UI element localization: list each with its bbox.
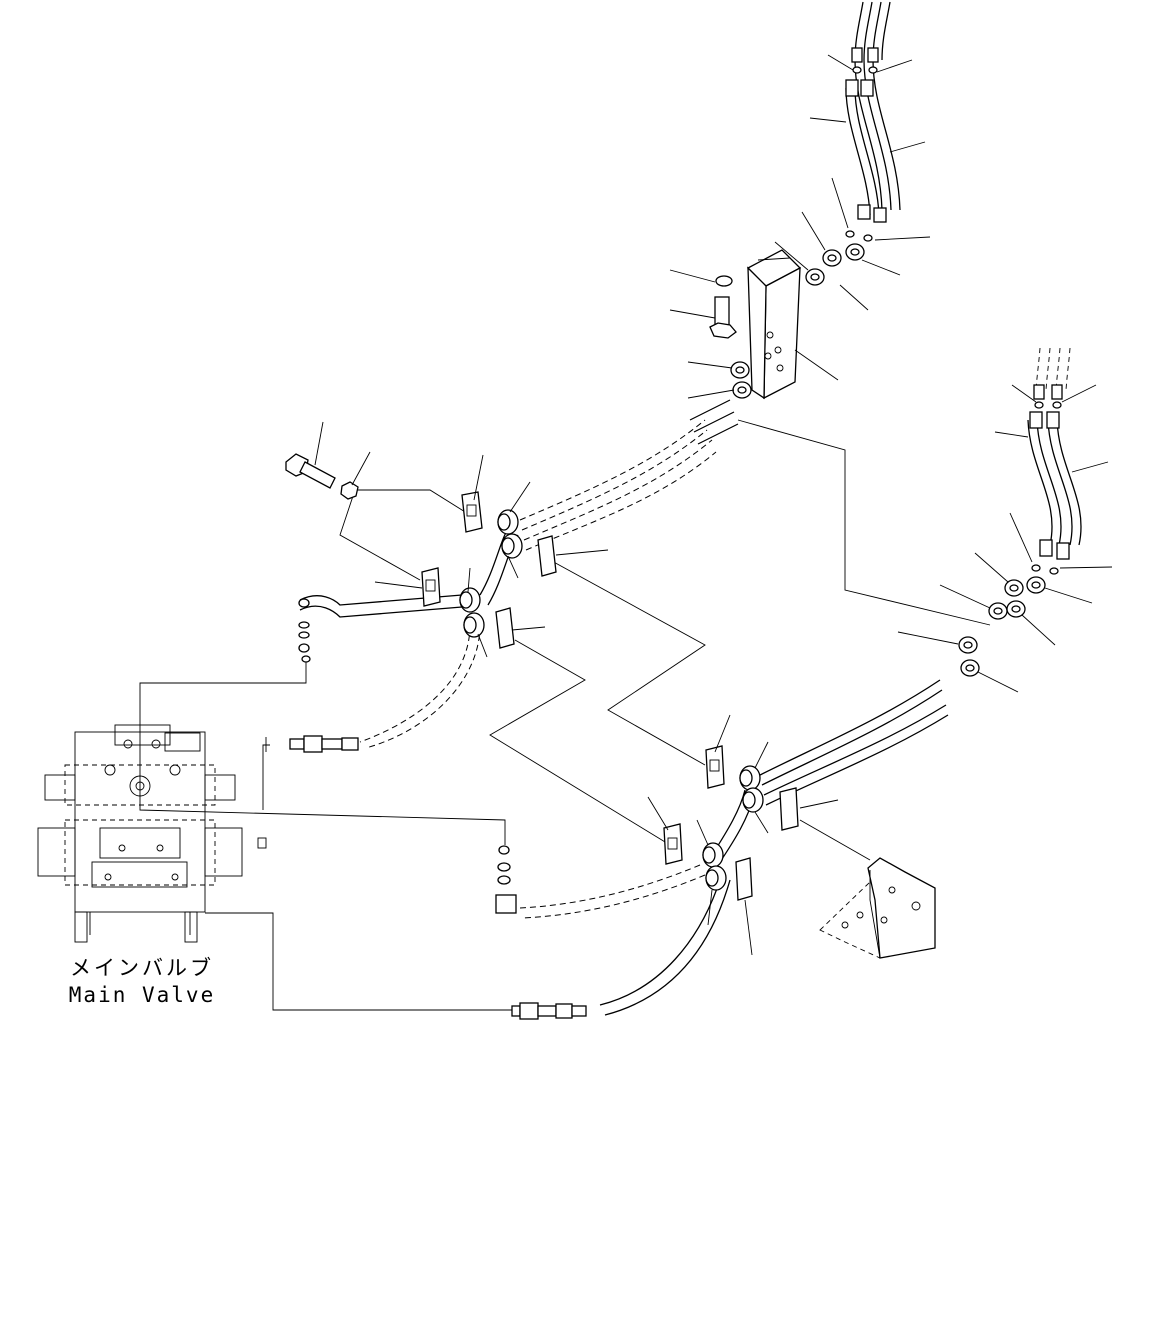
fitting-icon-top-right	[809, 47, 926, 223]
washer-icon-right	[897, 512, 1113, 693]
bracket-icon-upper	[746, 249, 839, 400]
hose-upper-long-pair	[519, 399, 739, 551]
fitting-icon-lower-mid	[495, 845, 517, 914]
bolt-icon-left	[285, 421, 371, 500]
main-valve-icon	[37, 724, 267, 943]
main-valve-label-en: Main Valve	[52, 981, 232, 1009]
hose-middle-right-pair	[1027, 347, 1082, 546]
washer-icon-upper	[687, 177, 931, 399]
hose-lower-left-branch	[519, 789, 754, 1016]
main-valve-label-jp: メインバルブ	[52, 954, 232, 982]
clamp-icon-upper	[421, 491, 557, 649]
hose-upper-right-pair	[845, 1, 901, 216]
hose-lower-long-pair	[759, 679, 949, 806]
fitting-icon-left-top	[298, 598, 311, 663]
bolt-icon-upper	[669, 269, 737, 339]
fitting-icon-right-mid	[994, 384, 1109, 560]
reference-lines	[139, 419, 991, 1011]
fitting-icon-bottom	[511, 1002, 587, 1020]
main-valve-label-en-text: Main Valve	[68, 983, 216, 1007]
fitting-icon-left-mid	[265, 735, 359, 753]
clamp-leaders	[374, 454, 839, 956]
main-valve-label-jp-text: メインバルブ	[70, 956, 214, 980]
bracket-icon-lower	[819, 857, 936, 959]
hose-left-branch	[299, 524, 519, 749]
